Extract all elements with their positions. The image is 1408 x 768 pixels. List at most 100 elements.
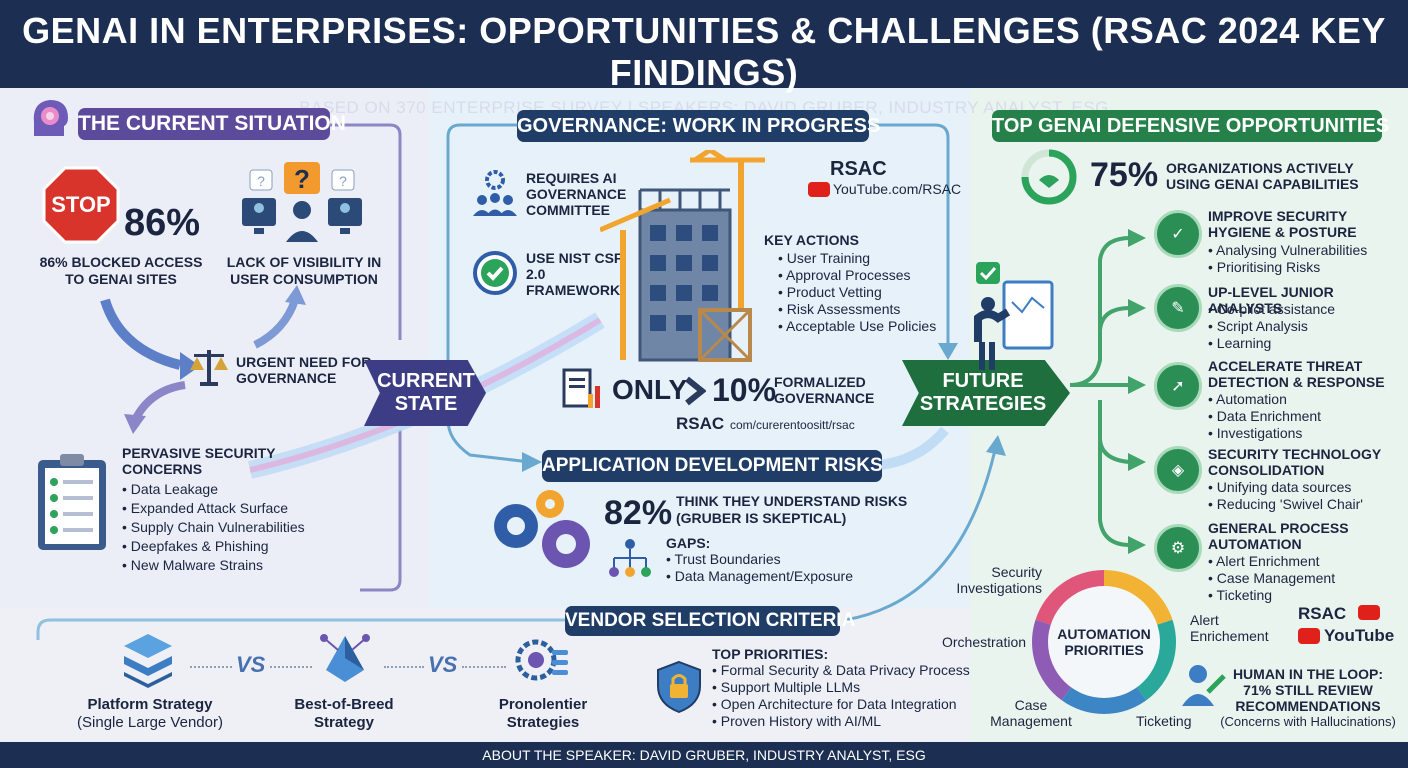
chevron-right-icon [685, 376, 706, 406]
segment-label-2: Ticketing [1136, 713, 1192, 729]
key-action-item: Acceptable Use Policies [778, 318, 948, 335]
future-heading: TOP GENAI DEFENSIVE OPPORTUNITIES [992, 110, 1389, 142]
concern-item: Supply Chain Vulnerabilities [122, 518, 362, 537]
gear-document-icon [515, 639, 568, 681]
priority-item: Formal Security & Data Privacy Process [712, 662, 982, 679]
vendor-to-future-line [844, 449, 997, 622]
concern-item: Deepfakes & Phishing [122, 537, 362, 556]
current-state-arrow: CURRENT STATE [364, 360, 486, 426]
appdev-stat-note: (GRUBER IS SKEPTICAL) [676, 510, 847, 526]
blocked-stat: 86% [124, 202, 201, 244]
concerns-list: Data LeakageExpanded Attack SurfaceSuppl… [122, 480, 362, 575]
visibility-text: LACK OF VISIBILITY IN USER CONSUMPTION [226, 254, 382, 287]
analyst-board-icon [974, 262, 1054, 370]
flow-arrow-3 [131, 381, 186, 422]
formalized-stat: 10% [712, 372, 777, 408]
youtube-url: YouTube.com/RSAC [833, 181, 962, 197]
vendor-heading: VENDOR SELECTION CRITERIA [565, 606, 855, 636]
key-actions-title: KEY ACTIONS [764, 232, 859, 248]
scales-icon [190, 350, 228, 386]
future-state-arrow: FUTURE STRATEGIES [902, 360, 1070, 426]
strategy-sub-2: Strategies [506, 714, 580, 731]
governance-heading: GOVERNANCE: WORK IN PROGRESS [517, 110, 880, 142]
rsac-url-logo: RSAC [676, 414, 725, 433]
branch-line-2 [1098, 306, 1131, 331]
footer-banner: ABOUT THE SPEAKER: DAVID GRUBER, INDUSTR… [0, 742, 1408, 768]
clipboard-checklist-icon [38, 454, 106, 550]
dotted-divider [270, 666, 312, 668]
priority-item: Open Architecture for Data Integration [712, 696, 982, 713]
only-label: ONLY [612, 374, 688, 405]
flow-arrow-2 [253, 298, 299, 349]
flow-arrowhead-2 [285, 285, 306, 305]
page-subtitle: BASED ON 370 ENTERPRISE SURVEY | SPEAKER… [299, 98, 1109, 117]
flow-arrowhead-3 [124, 414, 146, 434]
best-of-breed-icon [320, 634, 370, 682]
youtube-label: YouTube [1324, 626, 1395, 645]
shield-check-icon: ✓ [1154, 210, 1202, 258]
adoption-stat: 75% [1090, 156, 1159, 194]
current-frame-line [330, 123, 402, 340]
human-review-icon [1182, 665, 1226, 706]
segment-label-4: Orchestration [942, 634, 1027, 650]
automation-donut [1032, 570, 1176, 714]
building-construction-icon [600, 150, 765, 362]
concern-item: New Malware Strains [122, 556, 362, 575]
opportunity-bullets: Analysing Vulnerabilities Prioritising R… [1208, 242, 1398, 276]
opportunity-bullets: Unifying data sources Reducing 'Swivel C… [1208, 479, 1398, 513]
shield-lock-icon [657, 660, 701, 714]
gears-icon [494, 490, 590, 568]
report-chart-icon [562, 368, 600, 408]
automation-title: AUTOMATION PRIORITIES [1057, 626, 1151, 658]
dotted-divider [384, 666, 424, 668]
hitl-note: (Concerns with Hallucinations) [1220, 714, 1396, 729]
dotted-divider [462, 666, 506, 668]
rsac-url: com/curerentoositt/rsac [730, 418, 855, 432]
future-arrowhead [938, 343, 958, 360]
appdev-stat-text: THINK THEY UNDERSTAND RISKS [676, 493, 908, 509]
gaps-title: GAPS: [666, 535, 711, 551]
vendor-arrowhead [986, 435, 1006, 456]
strategy-name-0: Platform Strategy [87, 696, 213, 713]
segment-label-0: Security Investigations [956, 564, 1042, 596]
vs-label-2: VS [428, 652, 458, 677]
strategy-name-2: Pronolentier [498, 696, 588, 713]
opportunity-title: SECURITY TECHNOLOGY CONSOLIDATION [1208, 446, 1381, 478]
concern-item: Data Leakage [122, 480, 362, 499]
youtube-play-icon [808, 182, 830, 197]
current-frame-line-bottom [360, 430, 402, 592]
gap-item: Data Management/Exposure [666, 568, 886, 585]
svg-text:?: ? [257, 173, 265, 189]
segment-label-3: Case Management [990, 697, 1072, 729]
opportunity-bullets: Automation Data Enrichment Investigation… [1208, 391, 1398, 442]
shield-lock-icon: ◈ [1154, 446, 1202, 494]
brain-head-icon [33, 100, 68, 136]
concerns-title: PERVASIVE SECURITY CONCERNS [122, 445, 276, 477]
flow-arrow-1 [100, 298, 182, 370]
key-action-item: Product Vetting [778, 284, 948, 301]
rsac-logo: RSAC [830, 158, 887, 180]
rsac-logo-2: RSAC [1298, 604, 1347, 623]
governance-arrowhead [522, 452, 542, 472]
opportunity-title: GENERAL PROCESS AUTOMATION [1208, 520, 1349, 552]
hierarchy-icon [609, 539, 651, 577]
adoption-ring-icon [1021, 149, 1077, 205]
opportunity-title: ACCELERATE THREAT DETECTION & RESPONSE [1208, 358, 1385, 390]
key-action-item: Approval Processes [778, 267, 948, 284]
priorities-list: Formal Security & Data Privacy ProcessSu… [712, 662, 982, 730]
governance-need-text: URGENT NEED FOR GOVERNANCE [236, 354, 372, 386]
appdev-stat: 82% [604, 494, 673, 532]
opportunity-bullets: Co-pilot assistance Script Analysis Lear… [1208, 301, 1398, 352]
check-circle-icon [473, 251, 517, 295]
branch-line-5 [1098, 440, 1131, 547]
key-actions-list: User TrainingApproval ProcessesProduct V… [778, 250, 948, 335]
opportunity-bullets: Alert Enrichment Case Management Ticketi… [1208, 553, 1398, 604]
gap-item: Trust Boundaries [666, 551, 886, 568]
page-title: GENAI IN ENTERPRISES: OPPORTUNITIES & CH… [22, 10, 1386, 93]
priority-item: Proven History with AI/ML [712, 713, 982, 730]
vendor-frame-line [36, 618, 565, 640]
branch-line-4 [1098, 400, 1131, 464]
opportunity-title: IMPROVE SECURITY HYGIENE & POSTURE [1208, 208, 1357, 240]
appdev-swoosh [879, 426, 949, 470]
committee-text: REQUIRES AI GOVERNANCE COMMITTEE [526, 170, 627, 218]
